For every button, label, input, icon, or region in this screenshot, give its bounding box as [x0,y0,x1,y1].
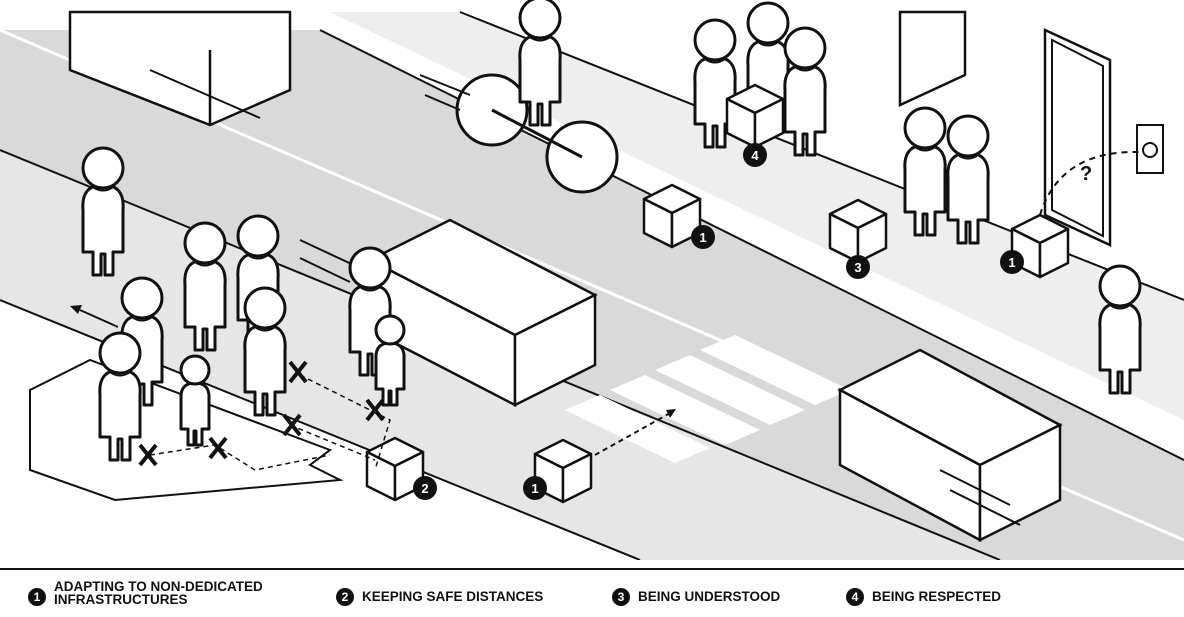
legend-label-1: ADAPTING TO NON-DEDICATED INFRASTRUCTURE… [54,579,263,607]
crossing-arrow [594,411,673,456]
legend-item-2: 2 KEEPING SAFE DISTANCES [336,588,543,606]
svg-text:4: 4 [751,148,759,163]
legend-label-4: BEING RESPECTED [872,589,1002,604]
legend: 1 ADAPTING TO NON-DEDICATED INFRASTRUCTU… [0,568,1184,617]
crosswalk [565,335,850,463]
legend-label-3: BEING UNDERSTOOD [638,589,781,604]
svg-text:1: 1 [531,481,538,496]
safe-distance-lines [138,360,391,471]
legend-item-1: 1 ADAPTING TO NON-DEDICATED INFRASTRUCTU… [28,580,263,606]
marker-4: 4 [743,143,767,167]
street-illustration: ? [0,0,1184,560]
svg-text:2: 2 [421,481,428,496]
robot-sidewalk-3 [828,198,888,264]
question-mark: ? [1080,163,1092,185]
group-around-robot [693,1,827,157]
legend-number-2: 2 [336,588,354,606]
legend-number-3: 3 [612,588,630,606]
building-right: ? [898,10,1164,247]
legend-number-4: 4 [846,588,864,606]
cyclist [419,0,619,194]
svg-text:3: 3 [854,260,861,275]
legend-number-1: 1 [28,588,46,606]
svg-text:1: 1 [699,230,706,245]
legend-label-2: KEEPING SAFE DISTANCES [362,589,544,604]
marker-1-road: 1 [691,225,715,249]
legend-item-3: 3 BEING UNDERSTOOD [612,588,780,606]
legend-item-4: 4 BEING RESPECTED [846,588,1001,606]
marker-3: 3 [846,255,870,279]
building-top-left [68,10,292,127]
svg-text:1: 1 [1008,255,1015,270]
marker-1-door: 1 [1000,250,1024,274]
marker-2: 2 [413,476,437,500]
truck-bottom-right [837,348,1063,543]
marker-1-crosswalk: 1 [523,476,547,500]
